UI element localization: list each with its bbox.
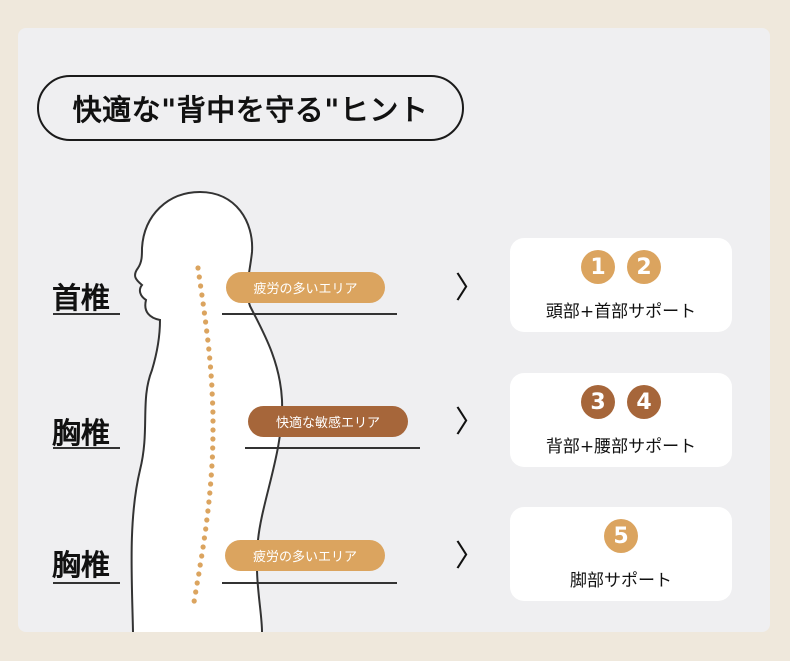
- number-badge: 4: [627, 385, 661, 419]
- spine-dot: [197, 562, 203, 568]
- chevron-right-icon: 〉: [455, 405, 485, 440]
- pointer-line: [222, 582, 397, 584]
- spine-dot: [193, 589, 199, 595]
- spine-dot: [209, 463, 215, 469]
- underline: [53, 582, 120, 584]
- vertebra-label: 首椎: [52, 281, 111, 315]
- area-pill: 疲労の多いエリア: [226, 272, 385, 303]
- spine-dot: [210, 400, 216, 406]
- support-text: 頭部+首部サポート: [545, 302, 697, 322]
- spine-dot: [208, 472, 214, 478]
- spine-dot: [199, 553, 205, 559]
- spine-dot: [196, 274, 202, 280]
- underline: [53, 313, 120, 315]
- spine-dot: [200, 301, 206, 307]
- support-text: 脚部サポート: [570, 571, 672, 591]
- spine-dot: [210, 445, 216, 451]
- page-title: 快適な"背中を守る"ヒント: [72, 93, 429, 127]
- chevron-right-icon: 〉: [455, 539, 485, 574]
- underline: [53, 447, 120, 449]
- spine-dot: [191, 598, 197, 604]
- spine-dot: [198, 283, 204, 289]
- spine-dot: [206, 346, 212, 352]
- spine-dot: [205, 337, 211, 343]
- support-card: 5 脚部サポート: [510, 507, 732, 601]
- area-pill: 疲労の多いエリア: [225, 540, 385, 571]
- spine-dot: [207, 364, 214, 370]
- spine-dot: [210, 436, 216, 442]
- spine-dot: [200, 544, 206, 550]
- spine-dot: [209, 382, 215, 388]
- spine-dot: [210, 418, 216, 424]
- spine-dot: [209, 391, 215, 397]
- area-pill: 快適な敏感エリア: [248, 406, 408, 437]
- spine-dot: [204, 517, 210, 523]
- spine-dot: [208, 373, 214, 379]
- number-badge: 3: [581, 385, 615, 419]
- spine-dot: [201, 535, 207, 541]
- spine-dot: [207, 490, 213, 496]
- support-card: 1 2 頭部+首部サポート: [510, 238, 732, 332]
- spine-dot: [194, 580, 200, 586]
- spine-dot: [208, 481, 214, 487]
- spine-dot: [210, 427, 216, 433]
- spine-dot: [201, 310, 207, 316]
- chevron-right-icon: 〉: [455, 271, 485, 306]
- number-badge: 2: [627, 250, 661, 284]
- spine-dot: [204, 328, 210, 334]
- spine-dot: [196, 571, 202, 577]
- number-badge: 5: [604, 519, 638, 553]
- vertebra-label: 胸椎: [52, 416, 111, 450]
- spine-dot: [203, 319, 209, 325]
- spine-dot: [195, 265, 201, 271]
- spine-dot: [206, 499, 212, 505]
- spine-dots: [191, 265, 216, 604]
- spine-dot: [199, 292, 205, 298]
- support-text: 背部+腰部サポート: [545, 437, 697, 457]
- number-badge: 1: [581, 250, 615, 284]
- spine-dot: [210, 409, 216, 415]
- spine-dot: [207, 355, 213, 361]
- spine-dot: [203, 526, 209, 532]
- spine-dot: [205, 508, 211, 514]
- vertebra-label: 胸椎: [52, 548, 111, 582]
- pointer-line: [222, 313, 397, 315]
- support-card: 3 4 背部+腰部サポート: [510, 373, 732, 467]
- pointer-line: [245, 447, 420, 449]
- title-banner: 快適な"背中を守る"ヒント: [37, 75, 464, 141]
- spine-dot: [209, 454, 215, 460]
